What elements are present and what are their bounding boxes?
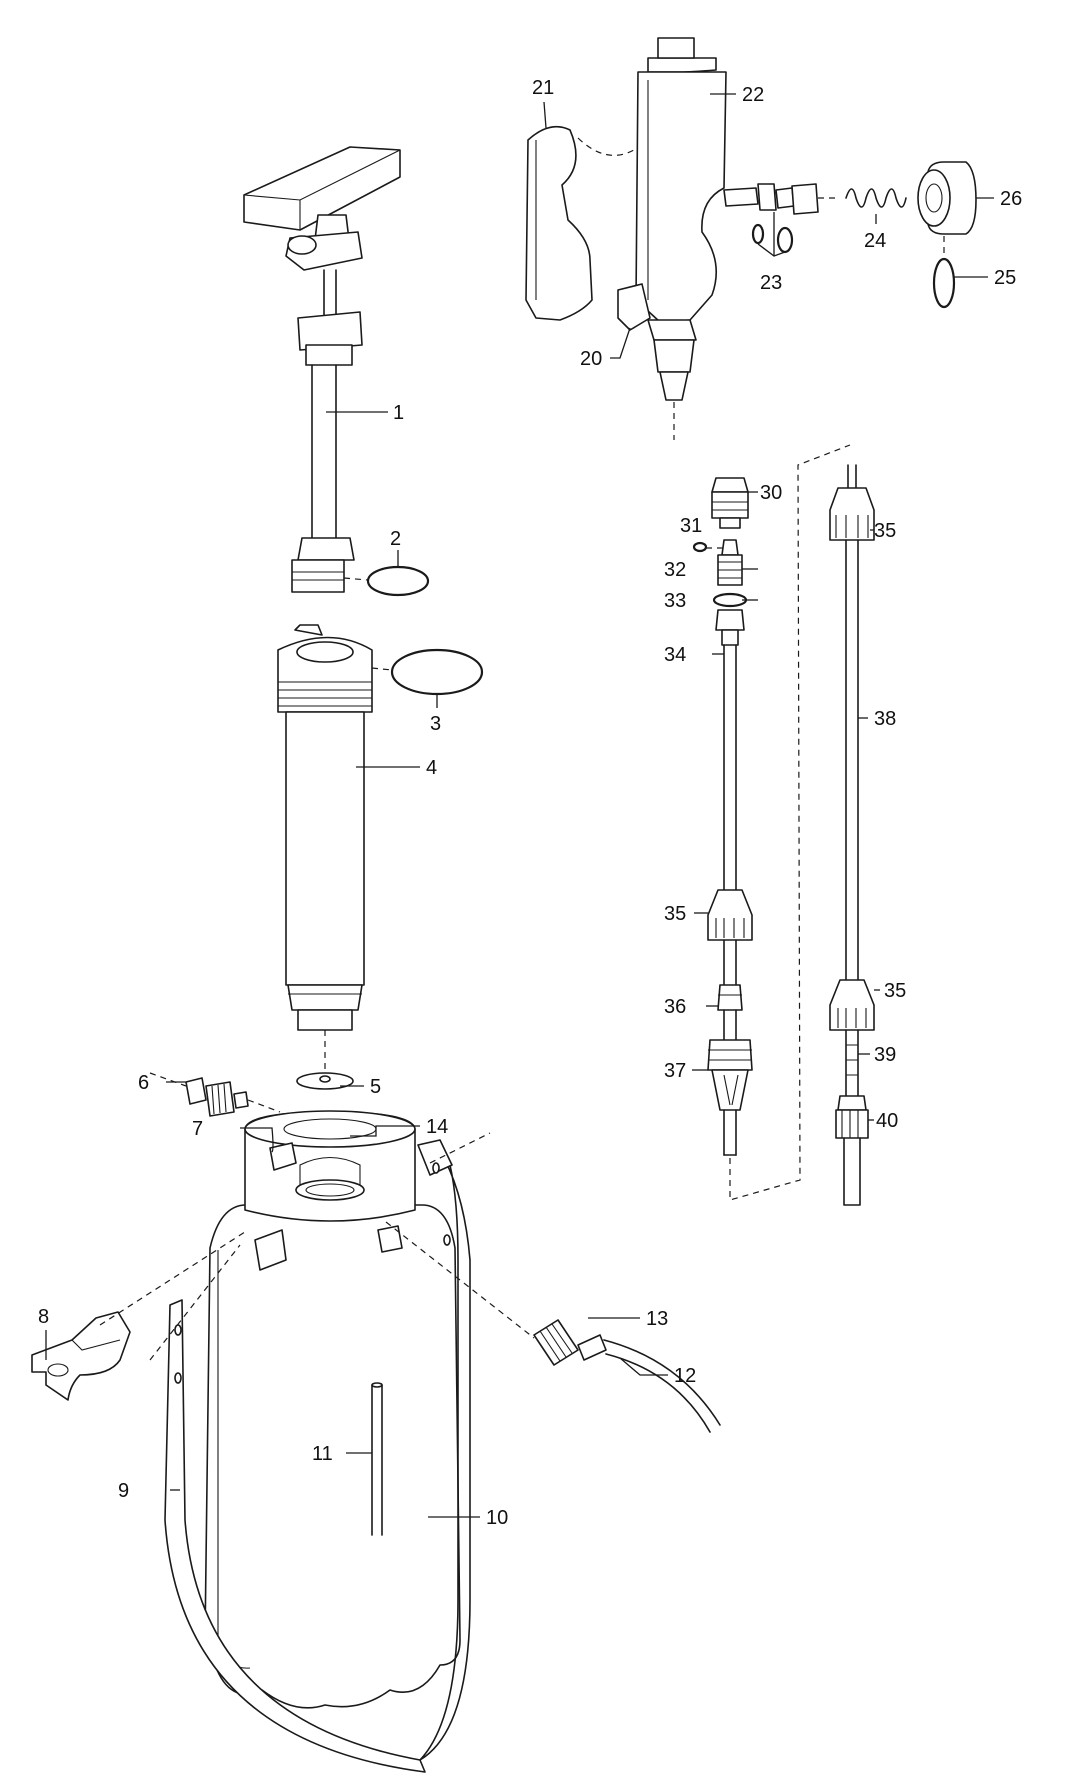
label-37: 37 xyxy=(664,1060,686,1082)
o-ring-3 xyxy=(390,648,484,696)
nozzle-insert-32 xyxy=(717,539,743,586)
nozzle-30 xyxy=(711,477,749,529)
trigger-knob-20 xyxy=(617,283,651,331)
end-cap-26 xyxy=(917,161,977,235)
pump-rod xyxy=(291,269,363,593)
label-35-left: 35 xyxy=(664,903,686,925)
label-35-top: 35 xyxy=(874,520,896,542)
fitting-6 xyxy=(185,1077,249,1117)
label-2: 2 xyxy=(390,528,401,550)
union-nut-35-left xyxy=(707,889,753,941)
pump-handle xyxy=(243,146,401,271)
label-25: 25 xyxy=(994,267,1016,289)
trigger-handle xyxy=(635,37,727,440)
valve-pin-23 xyxy=(723,183,840,254)
o-ring-25 xyxy=(932,257,956,309)
label-26: 26 xyxy=(1000,188,1022,210)
label-35-right: 35 xyxy=(884,980,906,1002)
label-40: 40 xyxy=(876,1110,898,1132)
label-34: 34 xyxy=(664,644,686,666)
label-30: 30 xyxy=(760,482,782,504)
spring-24 xyxy=(845,188,907,208)
part-labels: 1 2 3 4 5 6 7 8 9 10 11 12 13 14 20 21 2… xyxy=(38,77,1022,1529)
label-10: 10 xyxy=(486,1507,508,1529)
tank-neck xyxy=(244,1110,416,1271)
label-24: 24 xyxy=(864,230,886,252)
label-23: 23 xyxy=(760,272,782,294)
label-6: 6 xyxy=(138,1072,149,1094)
label-36: 36 xyxy=(664,996,686,1018)
trigger-lever-21 xyxy=(525,125,635,321)
label-33: 33 xyxy=(664,590,686,612)
nozzle-holder xyxy=(31,1311,131,1401)
label-7: 7 xyxy=(192,1118,203,1140)
label-39: 39 xyxy=(874,1044,896,1066)
pump-cylinder xyxy=(277,624,373,1031)
leader-lines xyxy=(45,93,994,1518)
shoulder-strap xyxy=(164,1139,471,1773)
label-1: 1 xyxy=(393,402,404,424)
fitting-37 xyxy=(707,1039,753,1156)
coupling-36 xyxy=(717,939,743,1041)
valve-disc-5 xyxy=(296,1072,354,1090)
o-ring-2 xyxy=(366,565,430,597)
o-ring-33 xyxy=(712,592,748,608)
label-5: 5 xyxy=(370,1076,381,1098)
label-9: 9 xyxy=(118,1480,129,1502)
label-11: 11 xyxy=(312,1443,333,1465)
label-12: 12 xyxy=(674,1365,696,1387)
union-nut-35-right xyxy=(829,979,875,1031)
lance-tube-38 xyxy=(829,464,875,981)
label-20: 20 xyxy=(580,348,602,370)
label-38: 38 xyxy=(874,708,896,730)
label-13: 13 xyxy=(646,1308,668,1330)
extension-39-40 xyxy=(835,1029,869,1206)
label-32: 32 xyxy=(664,559,686,581)
label-21: 21 xyxy=(532,77,554,99)
label-3: 3 xyxy=(430,713,441,735)
lance-tube-34 xyxy=(715,609,745,891)
label-31: 31 xyxy=(680,515,702,537)
label-8: 8 xyxy=(38,1306,49,1328)
label-14: 14 xyxy=(426,1116,448,1138)
o-ring-31 xyxy=(692,541,708,553)
label-4: 4 xyxy=(426,757,437,779)
label-22: 22 xyxy=(742,84,764,106)
